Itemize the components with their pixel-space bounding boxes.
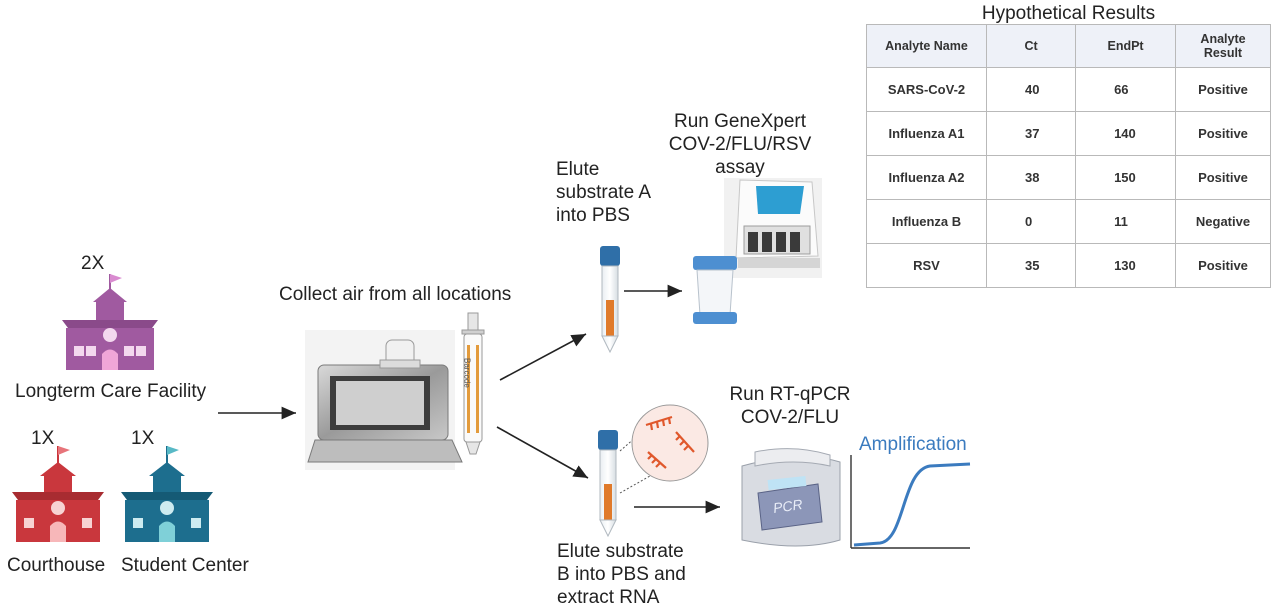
- elute-b-label: Elute substrate B into PBS and extract R…: [557, 541, 686, 608]
- cell-result: Positive: [1175, 155, 1271, 200]
- header-analyte-result: Analyte Result: [1175, 24, 1271, 68]
- tube-b-icon: [598, 430, 618, 538]
- genexpert-cartridge-icon: [693, 256, 737, 324]
- results-table: Analyte Name Ct EndPt Analyte Result SAR…: [866, 24, 1271, 288]
- genexpert-label: Run GeneXpert COV-2/FLU/RSV assay: [668, 111, 812, 178]
- amplification-plot-icon: [850, 455, 971, 549]
- rna-zoom-bubble-icon: [619, 404, 709, 494]
- courthouse-label: Courthouse: [7, 555, 106, 576]
- courthouse-count-label: 1X: [31, 428, 55, 449]
- student-count-label: 1X: [131, 428, 155, 449]
- cell-ct: 38: [985, 155, 1077, 200]
- tube-a-icon: [600, 246, 620, 354]
- cell-analyte: Influenza A1: [866, 111, 987, 156]
- arrow-to-tube-b: [496, 426, 589, 479]
- pcr-machine-icon: [741, 448, 841, 547]
- table-row: SARS-CoV-2 40 66 Positive: [866, 67, 1271, 112]
- longterm-label: Longterm Care Facility: [15, 381, 207, 402]
- longterm-count-label: 2X: [81, 253, 105, 274]
- table-row: Influenza A1 37 140 Positive: [866, 111, 1271, 156]
- header-analyte-name: Analyte Name: [866, 24, 987, 68]
- barcode-label: Barcode: [462, 358, 472, 388]
- cell-result: Positive: [1175, 111, 1271, 156]
- rtqpcr-label: Run RT-qPCR COV-2/FLU: [729, 384, 851, 428]
- genexpert-instrument-icon: [724, 178, 822, 278]
- cell-ct: 37: [985, 111, 1077, 156]
- air-collector-device-icon: [305, 330, 463, 470]
- cell-result: Positive: [1175, 243, 1271, 288]
- results-title: Hypothetical Results: [981, 3, 1156, 24]
- student-center-building-icon: [121, 446, 213, 542]
- cell-endpt: 150: [1075, 155, 1176, 200]
- cell-ct: 40: [985, 67, 1077, 112]
- longterm-building-icon: [62, 274, 158, 370]
- cell-endpt: 11: [1075, 199, 1176, 244]
- courthouse-building-icon: [12, 446, 104, 542]
- barcode-syringe-icon: [461, 312, 485, 455]
- cell-analyte: RSV: [866, 243, 987, 288]
- amplification-label: Amplification: [859, 434, 967, 455]
- elute-a-label: Elute substrate A into PBS: [556, 159, 652, 226]
- cell-analyte: Influenza A2: [866, 155, 987, 200]
- cell-endpt: 130: [1075, 243, 1176, 288]
- header-ct: Ct: [985, 24, 1077, 68]
- collect-air-label: Collect air from all locations: [279, 284, 512, 305]
- cell-ct: 0: [985, 199, 1077, 244]
- header-endpt: EndPt: [1075, 24, 1176, 68]
- cell-analyte: SARS-CoV-2: [866, 67, 987, 112]
- student-label: Student Center: [121, 555, 249, 576]
- cell-result: Positive: [1175, 67, 1271, 112]
- table-row: RSV 35 130 Positive: [866, 243, 1271, 288]
- table-row: Influenza A2 38 150 Positive: [866, 155, 1271, 200]
- cell-analyte: Influenza B: [866, 199, 987, 244]
- cell-ct: 35: [985, 243, 1077, 288]
- arrow-to-tube-a: [499, 333, 587, 381]
- cell-result: Negative: [1175, 199, 1271, 244]
- table-row: Influenza B 0 11 Negative: [866, 199, 1271, 244]
- results-header-row: Analyte Name Ct EndPt Analyte Result: [866, 24, 1271, 68]
- cell-endpt: 140: [1075, 111, 1176, 156]
- cell-endpt: 66: [1075, 67, 1176, 112]
